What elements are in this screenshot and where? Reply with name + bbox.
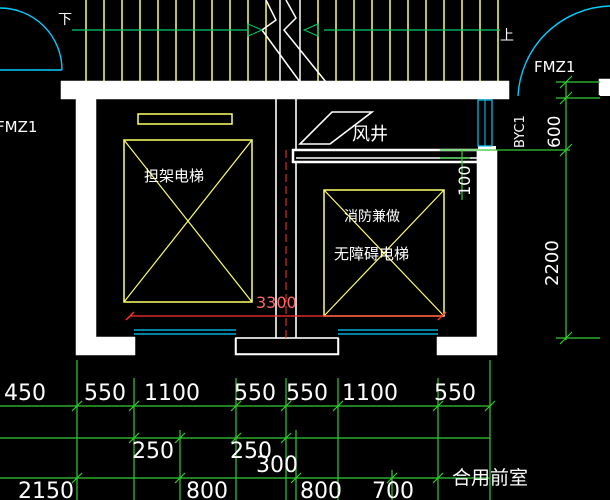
dim-row-1: 450 550 1100 550 550 1100 550 — [4, 381, 476, 406]
stair-direction-arrows — [72, 23, 500, 37]
stair-down-label: 下 — [58, 12, 72, 28]
dim-text: 550 — [286, 381, 328, 406]
door-swing-right — [517, 5, 610, 97]
wall-fill — [62, 80, 610, 354]
horizontal-dimension-lines — [0, 360, 496, 500]
vent-code-label: BYC1 — [513, 115, 528, 148]
dim-text: 2150 — [18, 479, 74, 500]
stair-up-label: 上 — [500, 28, 514, 44]
vertical-dimension-chain — [440, 75, 600, 345]
span-dimension — [125, 150, 447, 338]
stair-treads — [85, 0, 499, 82]
door-swing-left — [0, 7, 63, 71]
dim-row-2: 250 250 300 — [132, 439, 298, 478]
shaft-label: 风井 — [352, 124, 388, 145]
dim-text: 550 — [84, 381, 126, 406]
dim-text: 700 — [372, 479, 414, 500]
fire-elevator-label-line2: 无障碍电梯 — [334, 245, 409, 263]
dim-text: 1100 — [342, 381, 398, 406]
dim-text: 250 — [230, 439, 272, 464]
dim-text: 250 — [132, 439, 174, 464]
shared-anteroom-label: 合用前室 — [452, 467, 528, 489]
span-label: 3300 — [256, 293, 297, 312]
door-label-right[interactable]: FMZ1 — [534, 58, 575, 76]
dim-text: 300 — [256, 453, 298, 478]
dim-text: 800 — [300, 479, 342, 500]
elevator-door-tracks — [134, 329, 438, 335]
stair-center-divider — [260, 0, 327, 83]
dim-text: 550 — [234, 381, 276, 406]
dim-text: 1100 — [144, 381, 200, 406]
stretcher-elevator-car[interactable] — [123, 113, 253, 303]
dim-vert-2200: 2200 — [542, 240, 563, 286]
dim-text: 550 — [434, 381, 476, 406]
dim-row-3: 2150 800 800 700 — [18, 479, 414, 500]
fire-elevator-label-line1: 消防兼做 — [344, 209, 400, 225]
vent-strip — [477, 99, 493, 147]
dim-text: 450 — [4, 381, 46, 406]
dim-text: 800 — [186, 479, 228, 500]
stretcher-elevator-label: 担架电梯 — [144, 167, 204, 185]
door-label-left[interactable]: FMZ1 — [0, 118, 37, 136]
dim-vert-600: 600 — [545, 116, 565, 148]
partitions — [235, 98, 478, 355]
dim-vert-100: 100 — [455, 165, 474, 196]
